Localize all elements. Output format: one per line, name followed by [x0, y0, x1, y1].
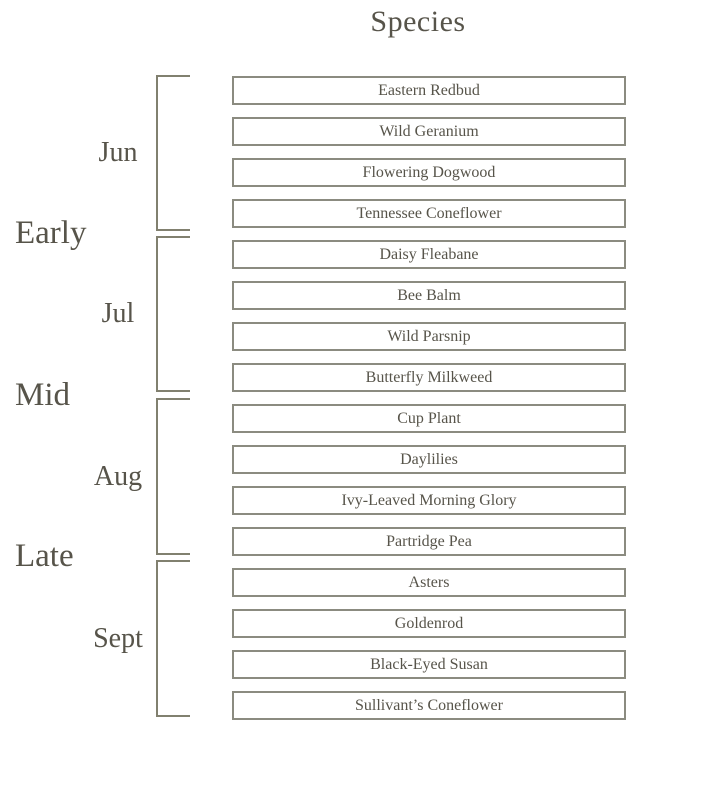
month-label-aug: Aug [93, 460, 143, 492]
species-box-goldenrod: Goldenrod [232, 609, 626, 638]
species-box-flowering-dogwood: Flowering Dogwood [232, 158, 626, 187]
species-column: Eastern Redbud Wild Geranium Flowering D… [232, 76, 626, 720]
species-box-black-eyed-susan: Black-Eyed Susan [232, 650, 626, 679]
page-title: Species [370, 5, 466, 38]
species-box-asters: Asters [232, 568, 626, 597]
species-box-eastern-redbud: Eastern Redbud [232, 76, 626, 105]
month-label-jul: Jul [101, 298, 135, 329]
species-box-tennessee-coneflower: Tennessee Coneflower [232, 199, 626, 228]
period-label-early: Early [15, 214, 87, 251]
species-box-partridge-pea: Partridge Pea [232, 527, 626, 556]
period-label-late: Late [15, 537, 74, 574]
species-box-daylilies: Daylilies [232, 445, 626, 474]
species-box-daisy-fleabane: Daisy Fleabane [232, 240, 626, 269]
bracket-aug [156, 398, 190, 555]
species-box-wild-geranium: Wild Geranium [232, 117, 626, 146]
species-box-wild-parsnip: Wild Parsnip [232, 322, 626, 351]
species-box-ivy-leaved-morning-glory: Ivy-Leaved Morning Glory [232, 486, 626, 515]
month-label-sept: Sept [93, 622, 143, 654]
species-box-bee-balm: Bee Balm [232, 281, 626, 310]
species-box-cup-plant: Cup Plant [232, 404, 626, 433]
bracket-jun [156, 75, 190, 231]
species-box-butterfly-milkweed: Butterfly Milkweed [232, 363, 626, 392]
month-label-jun: Jun [98, 137, 138, 168]
bracket-sept [156, 560, 190, 717]
bracket-jul [156, 236, 190, 392]
species-box-sullivants-coneflower: Sullivant’s Coneflower [232, 691, 626, 720]
period-label-mid: Mid [15, 376, 71, 413]
